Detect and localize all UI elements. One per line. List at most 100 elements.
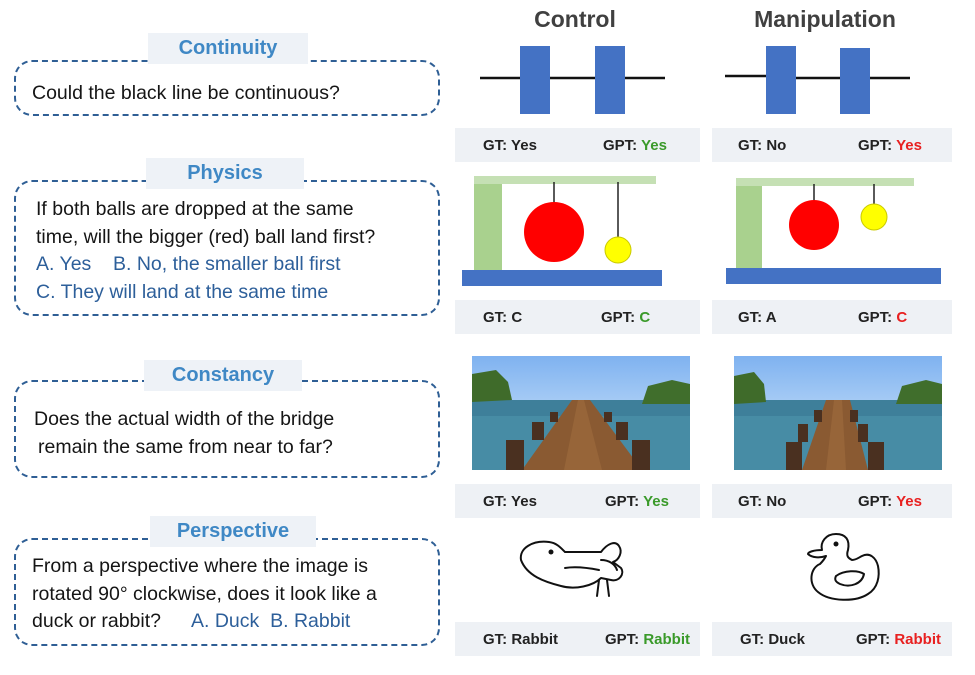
physics-title: Physics (146, 158, 304, 189)
stand-pole (736, 180, 762, 272)
rabbit-leg (596, 579, 610, 597)
post (798, 424, 808, 442)
constancy-control-answer: GT: Yes GPT: Yes (455, 484, 700, 518)
gpt-value: Rabbit (643, 631, 691, 648)
post (814, 410, 822, 422)
gpt-value: Rabbit (894, 631, 942, 648)
gt-label: GT: Yes (483, 493, 537, 510)
question-line: Could the black line be continuous? (32, 82, 340, 104)
answer-options: A. Duck B. Rabbit (191, 610, 351, 632)
perspective-question: From a perspective where the image is ro… (32, 553, 377, 636)
continuity-title: Continuity (148, 33, 308, 64)
gt-label: GT: No (738, 137, 787, 154)
red-ball (789, 200, 839, 250)
manipulation-header: Manipulation (754, 6, 896, 32)
gpt-label: GPT: (601, 309, 636, 326)
blue-bar (840, 48, 870, 114)
gt-label: GT: Duck (740, 631, 806, 648)
gpt-label: GPT: (856, 631, 891, 648)
gpt-value: Yes (896, 137, 922, 154)
constancy-control-figure (472, 356, 690, 470)
gpt-answer: GPT: Rabbit (605, 631, 690, 648)
rabbit-ear (600, 559, 618, 571)
gpt-answer: GPT: Yes (858, 137, 922, 154)
post (868, 442, 884, 470)
gt-label: GT: C (483, 309, 523, 326)
post (850, 410, 858, 422)
perspective-control-answer: GT: Rabbit GPT: Rabbit (455, 622, 700, 656)
ground (462, 270, 662, 286)
answer-options: C. They will land at the same time (36, 280, 329, 303)
continuity-manipulation-answer: GT: No GPT: Yes (712, 128, 952, 162)
perspective-control-figure (519, 540, 624, 597)
control-header: Control (534, 6, 616, 32)
post (616, 422, 628, 440)
continuity-manipulation-figure (725, 46, 910, 114)
gpt-answer: GPT: Rabbit (856, 631, 941, 648)
red-ball (524, 202, 584, 262)
gpt-value: Yes (896, 493, 922, 510)
trees (472, 370, 512, 402)
rabbit-mouth (564, 566, 600, 571)
rabbit-duck-outline (519, 540, 624, 589)
post (786, 442, 802, 470)
yellow-ball (604, 236, 632, 264)
constancy-manipulation-answer: GT: No GPT: Yes (712, 484, 952, 518)
gpt-value: Yes (641, 137, 667, 154)
question-line: duck or rabbit? A. Duck B. Rabbit (32, 608, 377, 636)
question-line: time, will the bigger (red) ball land fi… (36, 225, 376, 248)
gpt-value: Yes (643, 493, 669, 510)
blue-bar (595, 46, 625, 114)
constancy-title: Constancy (144, 360, 302, 391)
answer-options: A. Yes B. No, the smaller ball first (36, 253, 341, 275)
perspective-manipulation-answer: GT: Duck GPT: Rabbit (712, 622, 952, 656)
stand-arm (474, 176, 656, 184)
gpt-answer: GPT: C (858, 309, 907, 326)
question-line: rotated 90° clockwise, does it look like… (32, 582, 377, 605)
post (632, 440, 650, 470)
trees (896, 380, 942, 404)
question-text: duck or rabbit? (32, 610, 161, 632)
eye (548, 549, 554, 555)
gpt-label: GPT: (858, 493, 893, 510)
bridge-shade (826, 400, 846, 470)
post (506, 440, 524, 470)
continuity-control-answer: GT: Yes GPT: Yes (455, 128, 700, 162)
post (604, 412, 612, 422)
gpt-answer: GPT: Yes (603, 137, 667, 154)
question-line: From a perspective where the image is (32, 555, 368, 577)
perspective-title: Perspective (150, 516, 316, 547)
gpt-label: GPT: (858, 309, 893, 326)
post (858, 424, 868, 442)
post (550, 412, 558, 422)
continuity-control-figure (480, 46, 665, 114)
gpt-label: GPT: (605, 493, 640, 510)
continuity-question: Could the black line be continuous? (32, 80, 340, 108)
physics-manipulation-answer: GT: A GPT: C (712, 300, 952, 334)
duck-wing (834, 570, 865, 587)
constancy-manipulation-figure (734, 356, 942, 470)
question-line: If both balls are dropped at the same (36, 198, 354, 220)
question-line: Does the actual width of the bridge (34, 408, 335, 430)
gpt-label: GPT: (858, 137, 893, 154)
gt-label: GT: A (738, 309, 777, 326)
blue-bar (520, 46, 550, 114)
physics-control-figure (462, 176, 662, 286)
perspective-manipulation-figure (807, 533, 880, 601)
gt-label: GT: Rabbit (483, 631, 558, 648)
question-line: remain the same from near to far? (38, 435, 333, 458)
physics-question: If both balls are dropped at the same ti… (36, 196, 375, 306)
trees (642, 380, 690, 404)
gpt-label: GPT: (605, 631, 640, 648)
stand-pole (474, 178, 502, 270)
gpt-answer: GPT: Yes (605, 493, 669, 510)
eye (833, 541, 839, 547)
physics-control-answer: GT: C GPT: C (455, 300, 700, 334)
constancy-question: Does the actual width of the bridge rema… (34, 406, 334, 461)
trees (734, 372, 766, 404)
bridge-shade (564, 400, 602, 470)
gpt-value: C (896, 309, 908, 326)
stand-arm (736, 178, 914, 186)
gpt-answer: GPT: Yes (858, 493, 922, 510)
duck-outline (807, 533, 880, 601)
